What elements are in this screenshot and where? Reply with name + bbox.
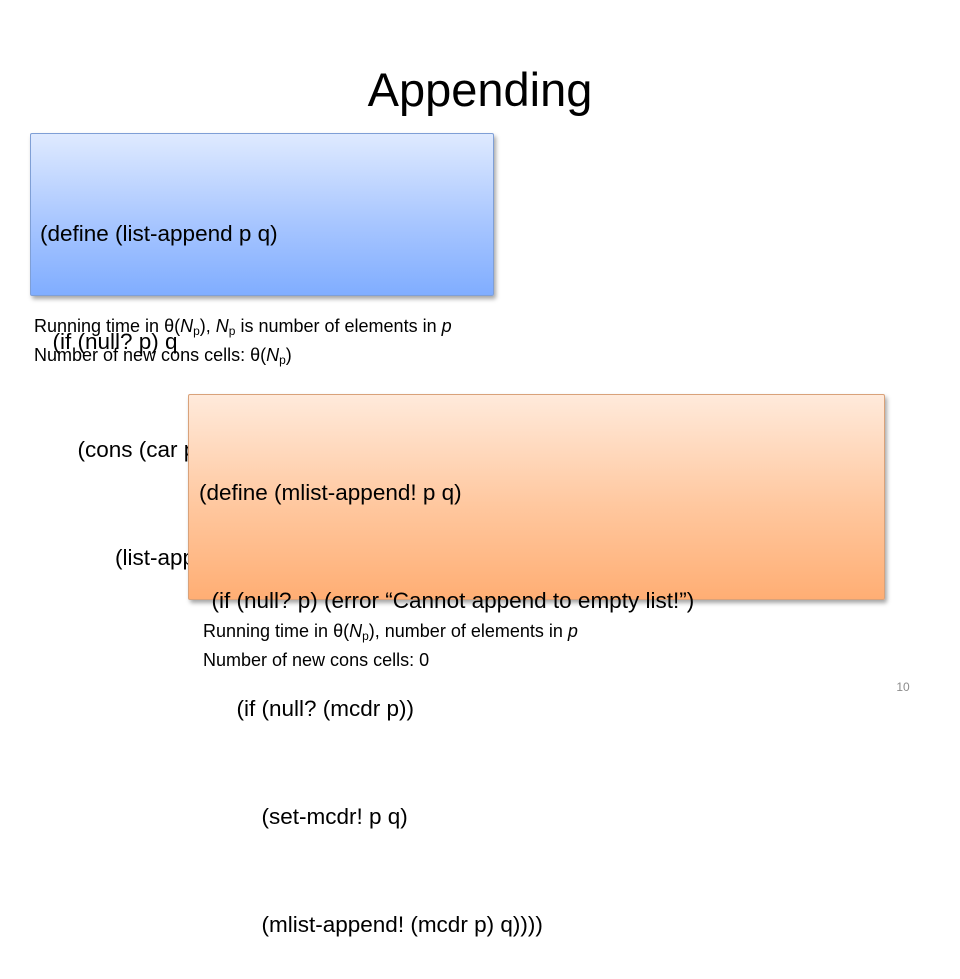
mlist-append-cons-cells-note: Number of new cons cells: 0 bbox=[203, 650, 430, 670]
list-append-running-time-note: Running time in θ(Np), Np is number of e… bbox=[34, 316, 452, 338]
code-line: (define (mlist-append! p q) bbox=[199, 480, 462, 505]
code-line: (if (null? p) (error “Cannot append to e… bbox=[199, 588, 695, 613]
code-line: (if (null? (mcdr p)) bbox=[199, 696, 415, 721]
list-append-cons-cells-note: Number of new cons cells: θ(Np) bbox=[34, 345, 292, 367]
page-number: 10 bbox=[896, 680, 910, 694]
code-line: (mlist-append! (mcdr p) q)))) bbox=[199, 912, 543, 937]
code-line: (set-mcdr! p q) bbox=[199, 804, 408, 829]
code-line: (cons (car p) bbox=[40, 437, 204, 462]
mlist-append-code-box: (define (mlist-append! p q) (if (null? p… bbox=[188, 394, 885, 937]
code-line: (define (list-append p q) bbox=[40, 221, 278, 246]
list-append-code-box: (define (list-append p q) (if (null? p) … bbox=[30, 133, 494, 570]
slide-title: Appending bbox=[367, 63, 593, 116]
code-line: (if (null? p) q bbox=[40, 329, 178, 354]
mlist-append-running-time-note: Running time in θ(Np), number of element… bbox=[203, 621, 578, 643]
